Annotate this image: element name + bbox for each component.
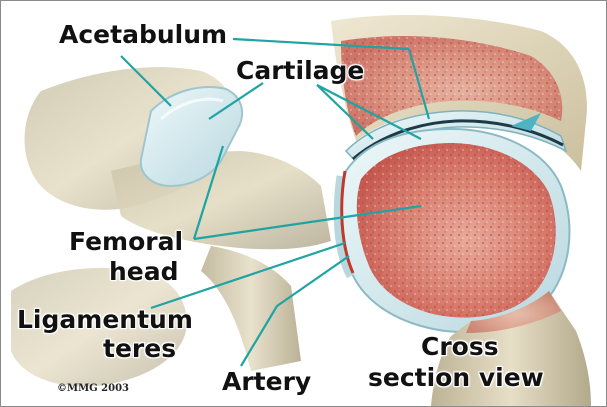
- label-artery: Artery: [222, 369, 311, 394]
- label-femoral-head-line1: Femoral: [69, 229, 183, 254]
- label-femoral-head-line2: head: [109, 259, 179, 284]
- label-ligamentum-line1: Ligamentum: [17, 307, 193, 332]
- left-femur-shaft: [201, 246, 301, 371]
- label-acetabulum: Acetabulum: [59, 22, 227, 47]
- label-ligamentum-line2: teres: [103, 336, 176, 361]
- leader-artery-2: [277, 256, 349, 306]
- label-cross-section-line1: Cross: [421, 334, 499, 359]
- label-cross-section-line2: section view: [368, 365, 544, 390]
- label-cartilage: Cartilage: [236, 58, 364, 83]
- copyright-text: ©MMG 2003: [57, 383, 129, 394]
